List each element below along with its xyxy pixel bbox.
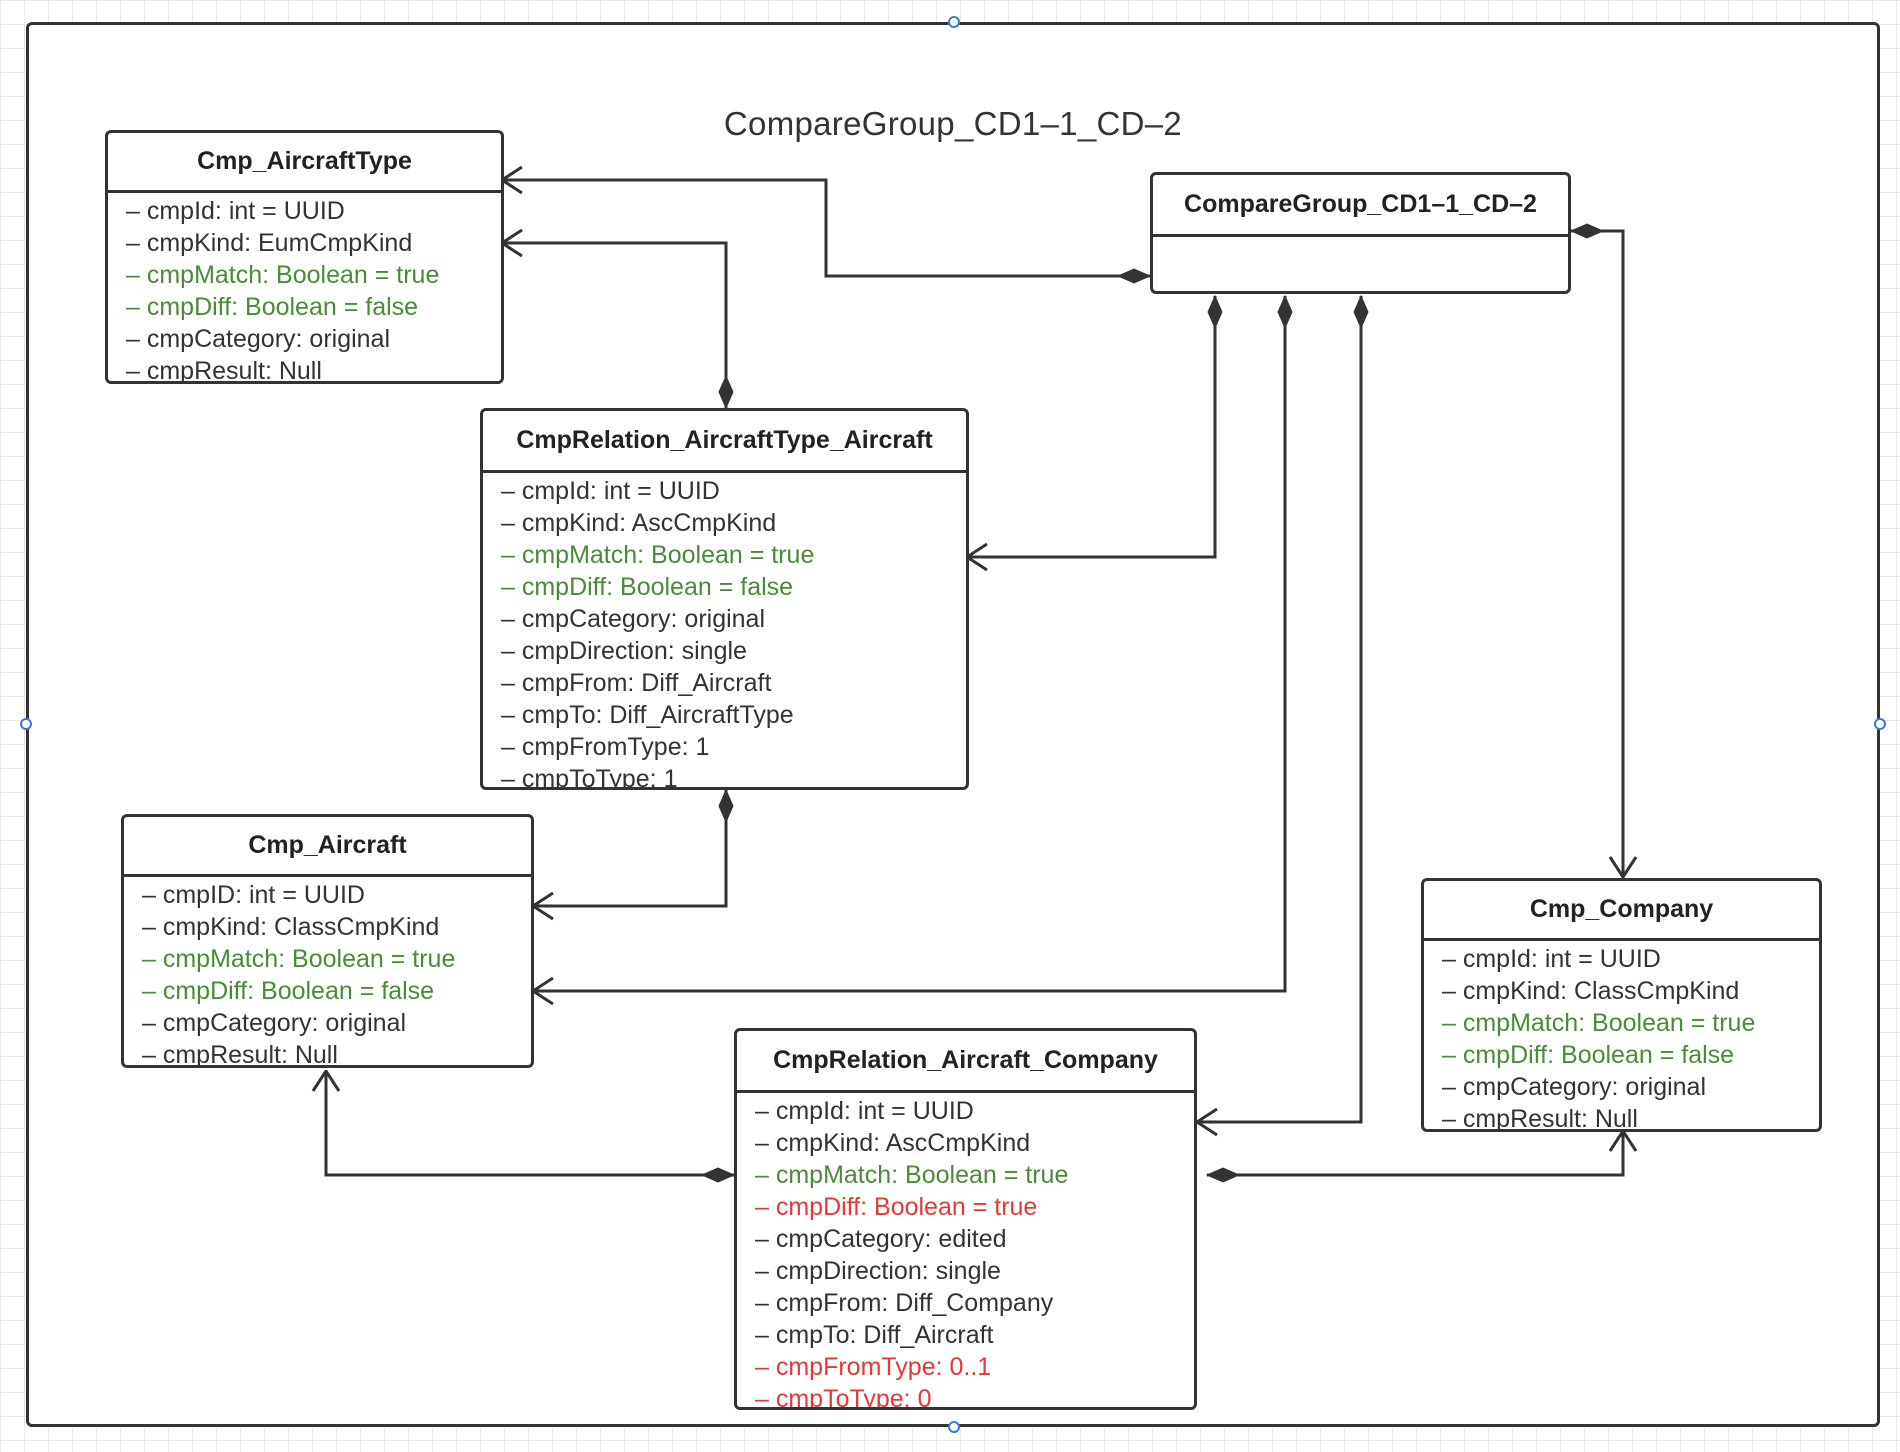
- class-cmprelation-aircrafttype-aircraft[interactable]: CmpRelation_AircraftType_Aircraft – cmpI…: [480, 408, 969, 790]
- attribute: – cmpFromType: 1: [501, 733, 710, 761]
- attribute: – cmpResult: Null: [142, 1041, 338, 1068]
- class-name: Cmp_Company: [1424, 881, 1819, 941]
- attribute: – cmpDiff: Boolean = false: [1442, 1041, 1735, 1069]
- attribute: – cmpMatch: Boolean = true: [755, 1161, 1069, 1189]
- attribute: – cmpId: int = UUID: [1442, 945, 1661, 973]
- class-name: CompareGroup_CD1–1_CD–2: [1153, 175, 1568, 237]
- attribute: – cmpResult: Null: [126, 357, 322, 384]
- resize-handle-right[interactable]: [1874, 718, 1886, 730]
- attribute-list: [1153, 237, 1568, 239]
- class-cmp-aircrafttype[interactable]: Cmp_AircraftType – cmpId: int = UUID – c…: [105, 130, 504, 384]
- connector-group-to-company: [1571, 231, 1623, 877]
- attribute: – cmpTo: Diff_Aircraft: [755, 1321, 994, 1349]
- attribute: – cmpKind: ClassCmpKind: [1442, 977, 1740, 1005]
- attribute: – cmpDiff: Boolean = true: [755, 1193, 1038, 1221]
- attribute: – cmpCategory: original: [1442, 1073, 1707, 1101]
- attribute: – cmpId: int = UUID: [501, 477, 720, 505]
- class-name: CmpRelation_Aircraft_Company: [737, 1031, 1194, 1093]
- attribute: – cmpKind: AscCmpKind: [501, 509, 777, 537]
- attribute: – cmpDiff: Boolean = false: [142, 977, 435, 1005]
- class-name: CmpRelation_AircraftType_Aircraft: [483, 411, 966, 473]
- attribute: – cmpCategory: edited: [755, 1225, 1007, 1253]
- attribute-list: – cmpID: int = UUID – cmpKind: ClassCmpK…: [124, 877, 531, 1068]
- class-cmprelation-aircraft-company[interactable]: CmpRelation_Aircraft_Company – cmpId: in…: [734, 1028, 1197, 1410]
- class-name: Cmp_Aircraft: [124, 817, 531, 877]
- connector-rel1-to-aircraft: [533, 790, 726, 906]
- attribute: – cmpMatch: Boolean = true: [142, 945, 456, 973]
- attribute-list: – cmpId: int = UUID – cmpKind: AscCmpKin…: [737, 1093, 1194, 1410]
- attribute: – cmpDirection: single: [755, 1257, 1001, 1285]
- attribute: – cmpTo: Diff_AircraftType: [501, 701, 794, 729]
- attribute: – cmpMatch: Boolean = true: [126, 261, 440, 289]
- resize-handle-left[interactable]: [20, 718, 32, 730]
- attribute: – cmpMatch: Boolean = true: [501, 541, 815, 569]
- class-name: Cmp_AircraftType: [108, 133, 501, 193]
- attribute: – cmpDiff: Boolean = false: [501, 573, 794, 601]
- attribute: – cmpId: int = UUID: [126, 197, 345, 225]
- attribute: – cmpDirection: single: [501, 637, 747, 665]
- attribute: – cmpToType: 0: [755, 1385, 932, 1410]
- attribute: – cmpFrom: Diff_Aircraft: [501, 669, 772, 697]
- class-cmp-company[interactable]: Cmp_Company – cmpId: int = UUID – cmpKin…: [1421, 878, 1822, 1132]
- attribute: – cmpKind: AscCmpKind: [755, 1129, 1031, 1157]
- attribute: – cmpToType: 1: [501, 765, 678, 790]
- class-comparegroup[interactable]: CompareGroup_CD1–1_CD–2: [1150, 172, 1571, 294]
- attribute-list: – cmpId: int = UUID – cmpKind: AscCmpKin…: [483, 473, 966, 790]
- attribute: – cmpDiff: Boolean = false: [126, 293, 419, 321]
- resize-handle-top[interactable]: [948, 16, 960, 28]
- attribute: – cmpResult: Null: [1442, 1105, 1638, 1132]
- attribute: – cmpID: int = UUID: [142, 881, 365, 909]
- attribute-list: – cmpId: int = UUID – cmpKind: ClassCmpK…: [1424, 941, 1819, 1132]
- attribute: – cmpFromType: 0..1: [755, 1353, 992, 1381]
- connector-rel2-to-aircraft: [326, 1071, 734, 1175]
- class-cmp-aircraft[interactable]: Cmp_Aircraft – cmpID: int = UUID – cmpKi…: [121, 814, 534, 1068]
- attribute: – cmpFrom: Diff_Company: [755, 1289, 1054, 1317]
- connector-group-to-aircrafttype: [502, 180, 1150, 276]
- attribute-list: – cmpId: int = UUID – cmpKind: EumCmpKin…: [108, 193, 501, 384]
- attribute: – cmpMatch: Boolean = true: [1442, 1009, 1756, 1037]
- connector-rel2-to-company: [1207, 1131, 1623, 1175]
- attribute: – cmpCategory: original: [142, 1009, 407, 1037]
- resize-handle-bottom[interactable]: [948, 1421, 960, 1433]
- attribute: – cmpKind: EumCmpKind: [126, 229, 413, 257]
- attribute: – cmpId: int = UUID: [755, 1097, 974, 1125]
- connector-group-to-rel1: [967, 296, 1215, 557]
- connector-rel1-to-aircrafttype: [502, 243, 726, 408]
- connector-group-to-rel2: [1197, 296, 1361, 1122]
- diagram-title: CompareGroup_CD1–1_CD–2: [723, 105, 1183, 142]
- attribute: – cmpCategory: original: [501, 605, 766, 633]
- attribute: – cmpCategory: original: [126, 325, 391, 353]
- attribute: – cmpKind: ClassCmpKind: [142, 913, 440, 941]
